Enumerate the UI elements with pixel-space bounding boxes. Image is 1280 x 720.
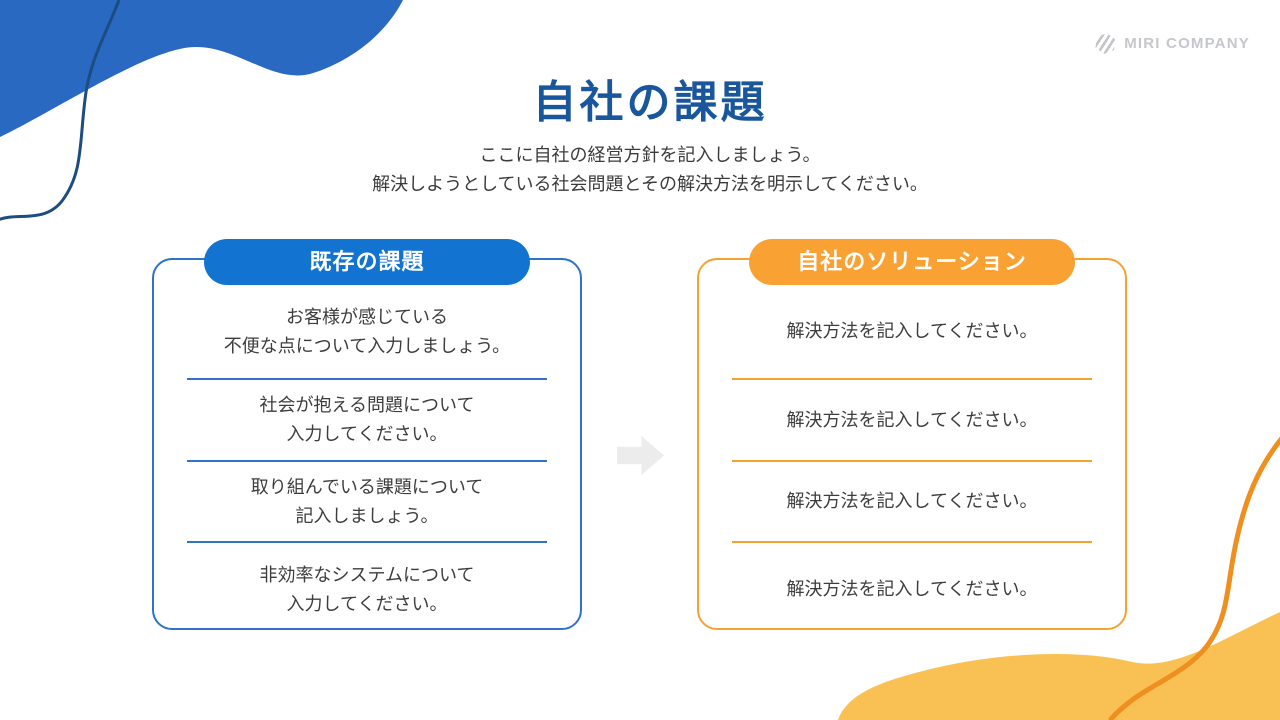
solution-item: 解決方法を記入してください。 [699, 380, 1125, 460]
existing-problem-item: 社会が抱える問題について 入力してください。 [154, 380, 580, 460]
existing-problems-panel: 既存の課題 お客様が感じている 不便な点について入力しましょう。 社会が抱える問… [152, 239, 582, 630]
divider-line [732, 541, 1092, 543]
divider-line [187, 460, 547, 462]
item-text-line: お客様が感じている [286, 306, 448, 327]
item-text-line: 入力してください。 [286, 424, 448, 444]
divider-line [187, 541, 547, 543]
right-arrow-icon [617, 436, 664, 475]
item-text-line: 入力してください。 [286, 593, 448, 614]
item-text-line: 取り組んでいる課題について [250, 476, 484, 497]
company-logo-text: MIRI COMPANY [1124, 35, 1250, 52]
solutions-body: 解決方法を記入してください。 解決方法を記入してください。 解決方法を記入してく… [699, 285, 1125, 636]
existing-problem-item: 取り組んでいる課題について 記入しましょう。 [154, 462, 580, 541]
item-text-line: 解決方法を記入してください。 [786, 491, 1038, 511]
existing-problem-item: 非効率なシステムについて 入力してください。 [154, 543, 580, 636]
solutions-panel: 自社のソリューション 解決方法を記入してください。 解決方法を記入してください。… [697, 239, 1127, 630]
subtitle-line-1: ここに自社の経営方針を記入しましょう。 [479, 145, 821, 165]
divider-line [187, 378, 547, 380]
divider-line [732, 378, 1092, 380]
orange-curve-line [1108, 436, 1280, 720]
divider-line [732, 460, 1092, 462]
company-logo-icon [1094, 32, 1118, 56]
item-text-line: 社会が抱える問題について [259, 395, 475, 415]
solution-item: 解決方法を記入してください。 [699, 285, 1125, 378]
existing-problems-body: お客様が感じている 不便な点について入力しましょう。 社会が抱える問題について … [154, 285, 580, 636]
company-logo: MIRI COMPANY [1095, 33, 1250, 54]
item-text-line: 非効率なシステムについて [259, 564, 475, 585]
solutions-header: 自社のソリューション [749, 239, 1075, 285]
item-text-line: 解決方法を記入してください。 [786, 321, 1038, 341]
subtitle-line-2: 解決しようとしている社会問題とその解決方法を明示してください。 [372, 174, 928, 194]
existing-problem-item: お客様が感じている 不便な点について入力しましょう。 [154, 285, 580, 378]
existing-problems-header: 既存の課題 [204, 239, 530, 285]
slide-subtitle: ここに自社の経営方針を記入しましょう。 解決しようとしている社会問題とその解決方… [20, 141, 1280, 199]
solution-item: 解決方法を記入してください。 [699, 462, 1125, 541]
solution-item: 解決方法を記入してください。 [699, 543, 1125, 636]
slide-title: 自社の課題 [532, 78, 768, 127]
item-text-line: 解決方法を記入してください。 [786, 409, 1038, 430]
item-text-line: 不便な点について入力しましょう。 [223, 335, 511, 356]
item-text-line: 記入しましょう。 [295, 505, 439, 526]
item-text-line: 解決方法を記入してください。 [786, 579, 1038, 599]
